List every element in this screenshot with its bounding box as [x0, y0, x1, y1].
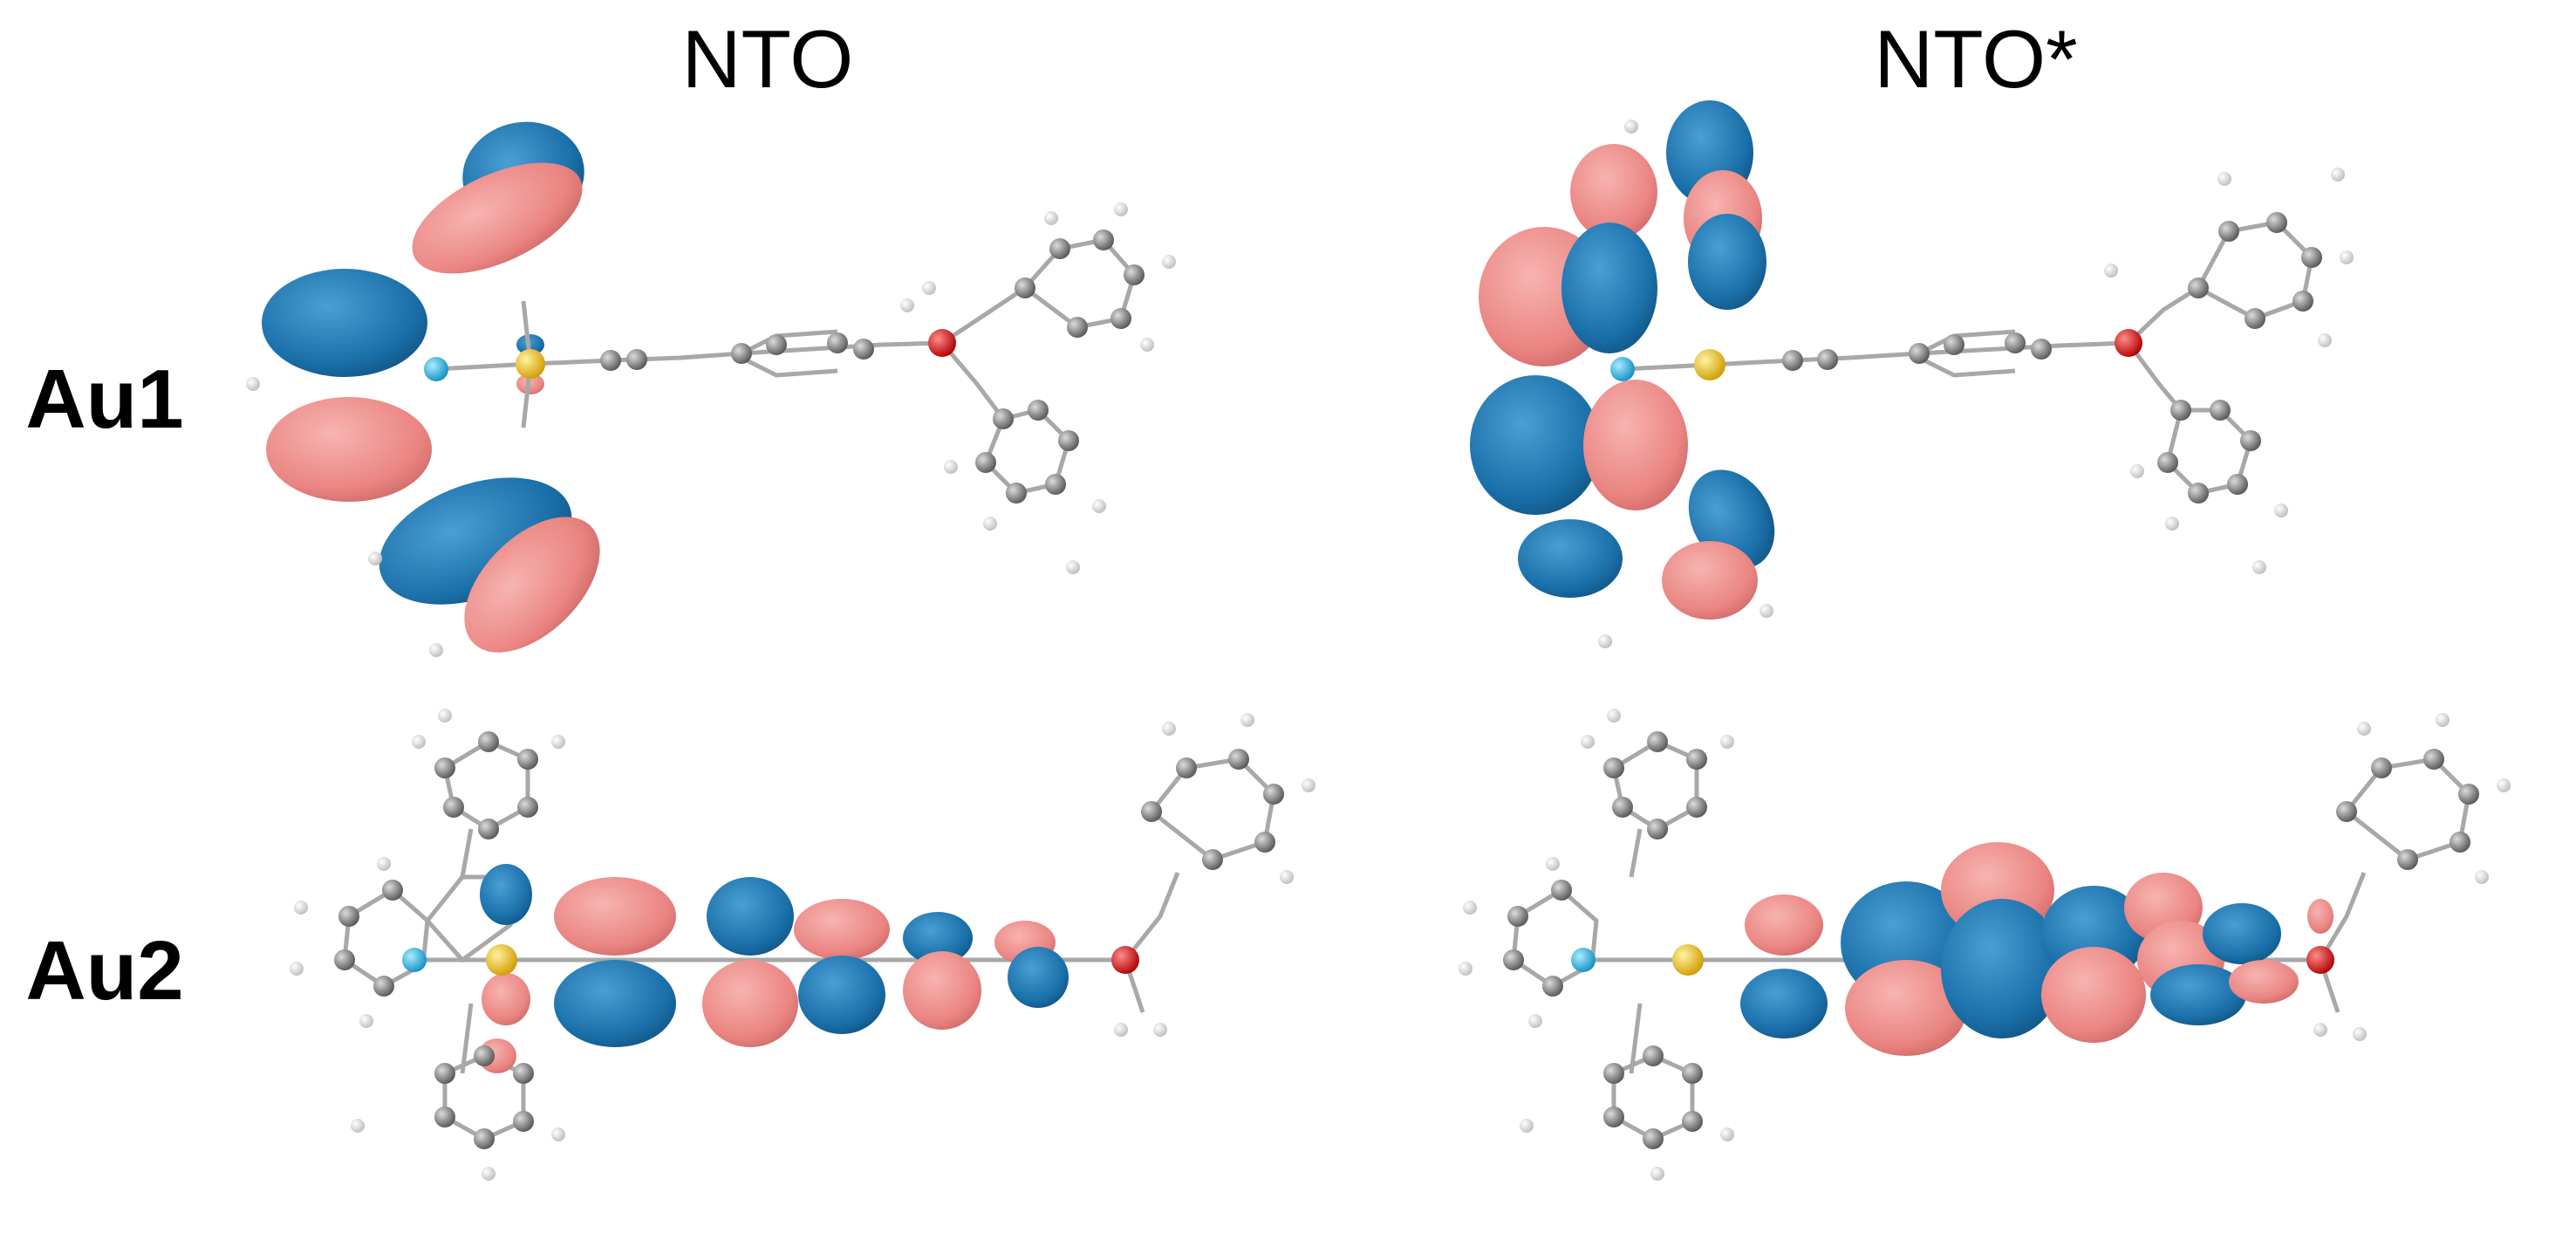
atoms: [1598, 120, 2354, 648]
atoms: [246, 202, 1176, 657]
column-header-nto: NTO: [682, 13, 854, 105]
atoms: [1459, 709, 2511, 1181]
panel-au2-nto: [290, 709, 1315, 1181]
row-header-au1: Au1: [25, 353, 183, 446]
orbital-lobes: [262, 121, 600, 653]
atoms: [290, 709, 1315, 1181]
panel-au1-nto: [246, 121, 1176, 657]
column-header-nto-star: NTO*: [1874, 13, 2077, 105]
orbital-lobes: [1740, 842, 2333, 1056]
orbital-lobes: [1470, 100, 1775, 620]
panel-au1-nto-star: [1470, 100, 2354, 648]
orbital-lobes: [478, 864, 1069, 1073]
row-header-au2: Au2: [25, 924, 183, 1018]
panel-au2-nto-star: [1459, 709, 2511, 1181]
